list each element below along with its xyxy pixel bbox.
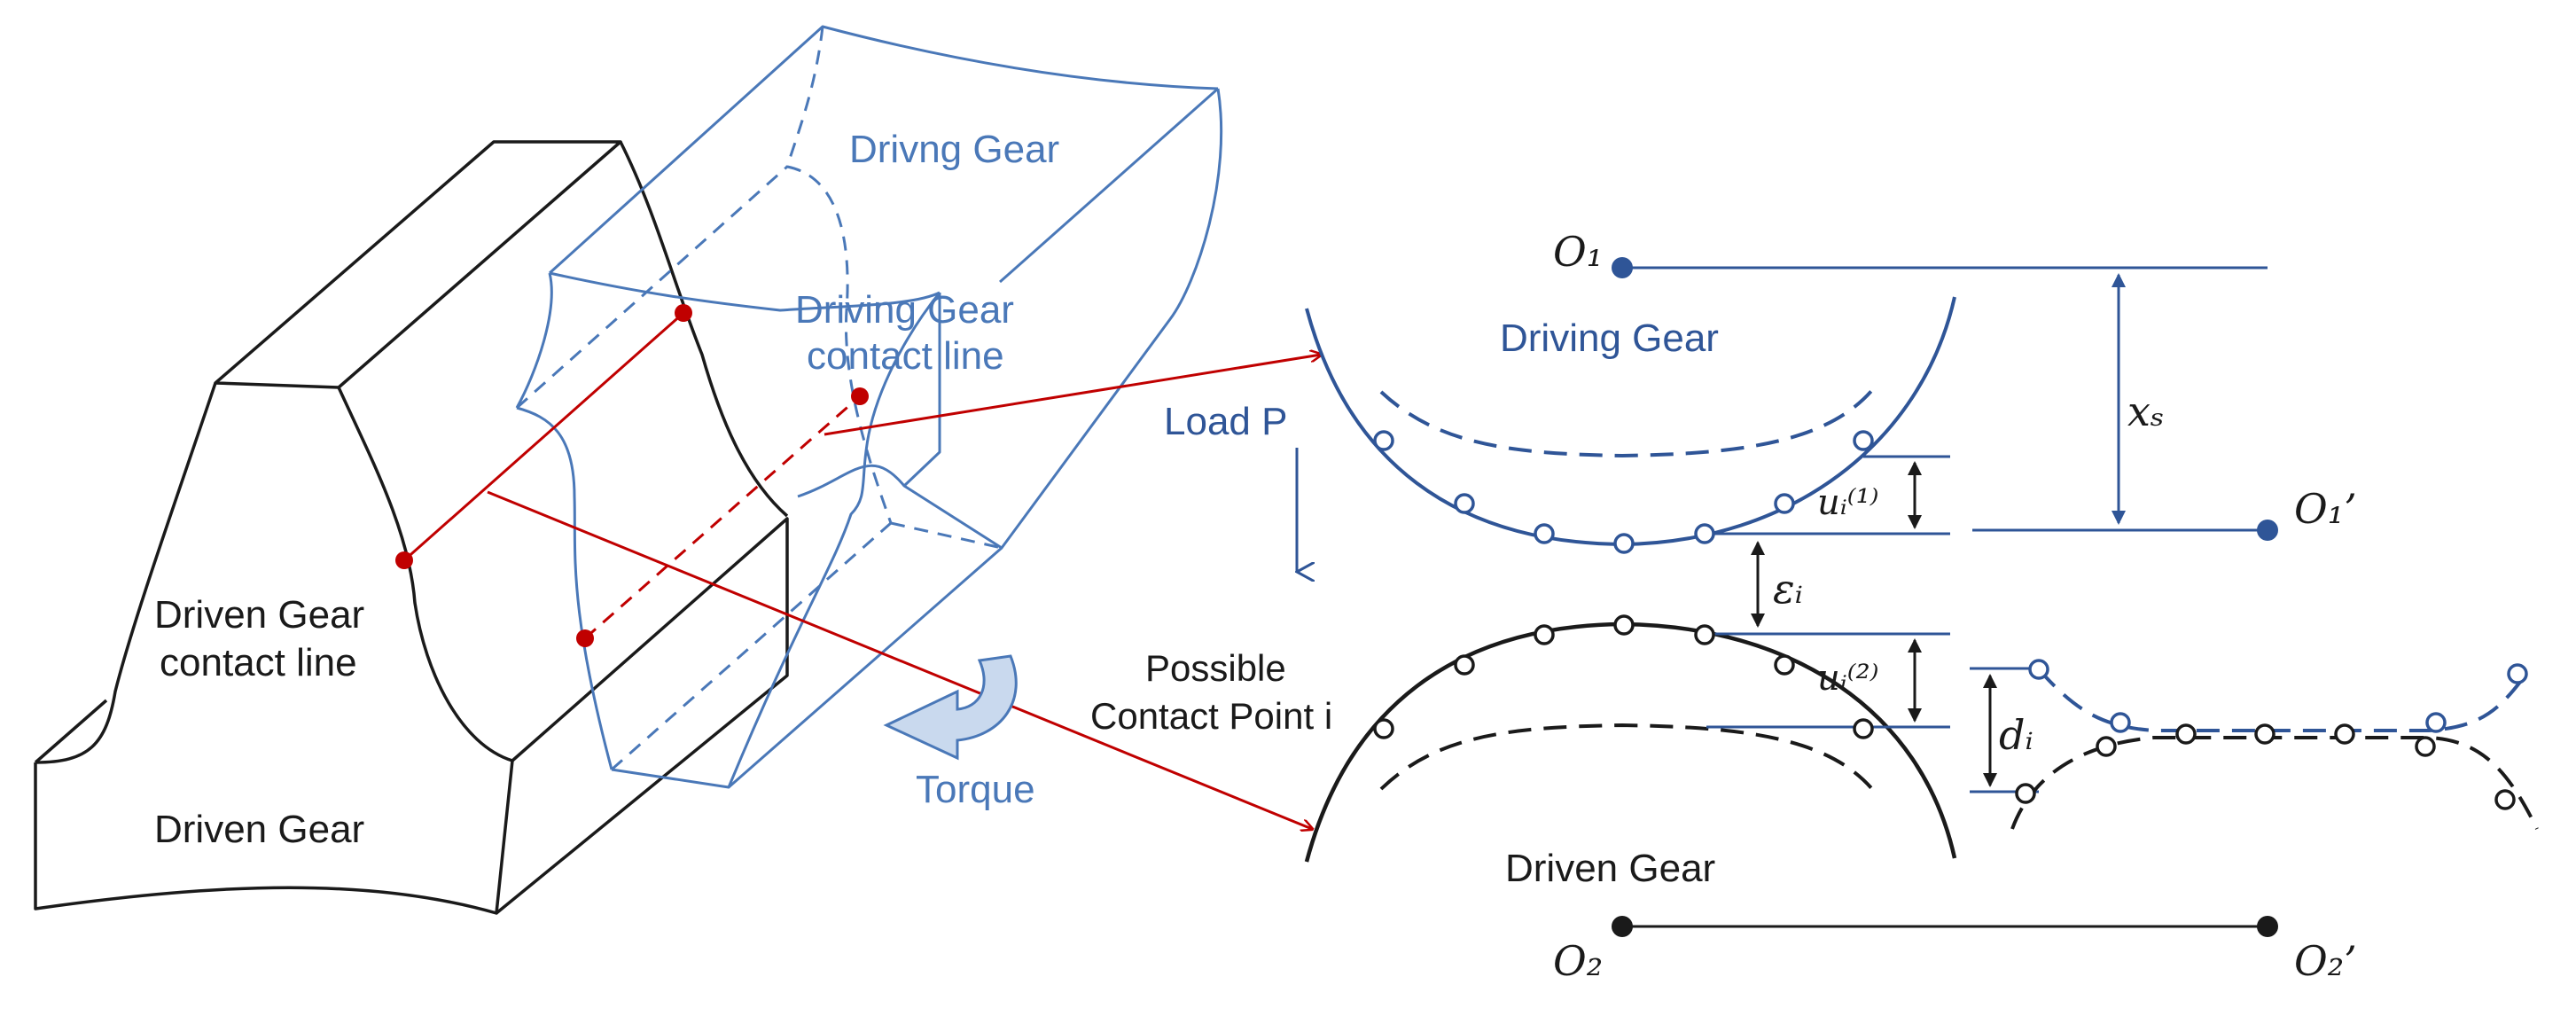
xs-symbol: xₛ	[2127, 387, 2164, 435]
node	[1853, 430, 1874, 451]
contact-point	[395, 551, 413, 569]
node	[2015, 783, 2036, 804]
node	[2334, 723, 2355, 745]
node	[1534, 523, 1555, 544]
o2-prime-symbol: O₂’	[2294, 937, 2357, 985]
node	[1454, 493, 1475, 514]
u2-symbol: uᵢ⁽²⁾	[1817, 658, 1879, 699]
driving-gear-bottom	[728, 546, 1003, 789]
driven-gear-back-flank	[619, 141, 789, 518]
node	[2494, 789, 2516, 810]
driven-gear-base-left	[34, 699, 108, 764]
node	[1373, 718, 1394, 739]
node	[2110, 712, 2131, 733]
contact-points	[395, 304, 869, 647]
driving-gear-body-back	[999, 87, 1219, 284]
unrolled-driving-profile	[2037, 668, 2528, 732]
contact-lines	[403, 311, 1321, 829]
driving-contact-nodes	[1373, 430, 1874, 554]
driving-gear-3d	[515, 25, 1223, 789]
possible-contact-label-1: Possible	[1145, 647, 1286, 689]
node	[1373, 430, 1394, 451]
driven-contact-line-label-2: contact line	[160, 641, 357, 684]
node	[1613, 614, 1635, 636]
contact-point	[576, 629, 594, 647]
contact-point	[851, 387, 869, 405]
o2-reference	[1612, 916, 2278, 937]
driving-gear-side-right	[797, 88, 1223, 550]
d-symbol: dᵢ	[1999, 711, 2033, 759]
driving-gear-hidden-edge-4	[890, 521, 1003, 550]
driving-gear-front-lower	[611, 292, 941, 789]
driving-gear-3d-label: Drivng Gear	[849, 128, 1059, 171]
driving-gear-flank-left-lower	[516, 406, 613, 770]
o1-reference	[1612, 257, 2268, 278]
driving-gear-hidden-edge-2	[785, 26, 824, 168]
driven-section-undeformed	[1379, 723, 1874, 791]
driven-gear-left-flank	[35, 382, 217, 764]
driven-gear-3d	[34, 140, 789, 915]
driven-gear-section-label: Driven Gear	[1505, 847, 1715, 890]
unrolled-driven-nodes	[2015, 723, 2516, 810]
node	[1613, 533, 1635, 554]
driving-gear-flank-right	[549, 271, 941, 312]
node	[2507, 663, 2528, 684]
driven-contact-nodes	[1373, 614, 1874, 739]
node	[2425, 712, 2447, 733]
load-label: Load P	[1164, 400, 1287, 443]
driving-contact-line-label-2: contact line	[807, 334, 1004, 378]
driving-contact-line	[584, 395, 861, 640]
driven-gear-3d-label: Driven Gear	[154, 808, 364, 851]
node	[1853, 718, 1874, 739]
o2-symbol: O₂	[1553, 937, 1603, 985]
driving-section-undeformed	[1379, 388, 1874, 458]
driving-gear-top-edge	[548, 25, 1219, 275]
arrow-to-driving-section	[824, 355, 1321, 436]
o1-prime-symbol: O₁’	[2294, 485, 2357, 533]
o1-symbol: O₁	[1553, 228, 1603, 276]
node	[2028, 659, 2049, 680]
node	[1694, 624, 1715, 645]
u1-symbol: uᵢ⁽¹⁾	[1817, 482, 1879, 523]
driving-gear-hidden-edge-1	[516, 165, 788, 410]
arrow-to-driven-section	[487, 490, 1312, 829]
node	[1774, 654, 1795, 676]
contact-point	[675, 304, 692, 322]
driven-gear-base-top	[495, 517, 789, 915]
node	[2415, 736, 2436, 757]
unrolled-driven-profile	[2010, 736, 2539, 830]
possible-contact-label-2: Contact Point i	[1090, 695, 1332, 737]
driving-contact-line-label-1: Driving Gear	[795, 288, 1014, 332]
node	[1534, 624, 1555, 645]
o1-prime-reference	[1972, 520, 2278, 541]
node	[2254, 723, 2275, 745]
driving-gear-hidden-edge-3	[786, 165, 893, 524]
node	[1454, 654, 1475, 676]
driven-contact-line-label-1: Driven Gear	[154, 593, 364, 637]
driven-gear-right-flank	[337, 387, 513, 762]
driving-gear-section-label: Driving Gear	[1500, 317, 1719, 360]
node	[1694, 523, 1715, 544]
epsilon-symbol: εᵢ	[1773, 565, 1803, 613]
driving-gear-flank-left	[515, 272, 553, 409]
node	[2096, 736, 2117, 757]
curved-arrow-icon	[883, 654, 1018, 761]
driven-contact-line	[403, 311, 684, 562]
node	[1774, 493, 1795, 514]
driven-gear-base-front	[34, 760, 514, 915]
unrolled-driving-nodes	[2028, 659, 2528, 733]
driving-gear-inner-line	[902, 293, 941, 488]
torque-label: Torque	[916, 768, 1035, 811]
node	[2175, 723, 2197, 745]
